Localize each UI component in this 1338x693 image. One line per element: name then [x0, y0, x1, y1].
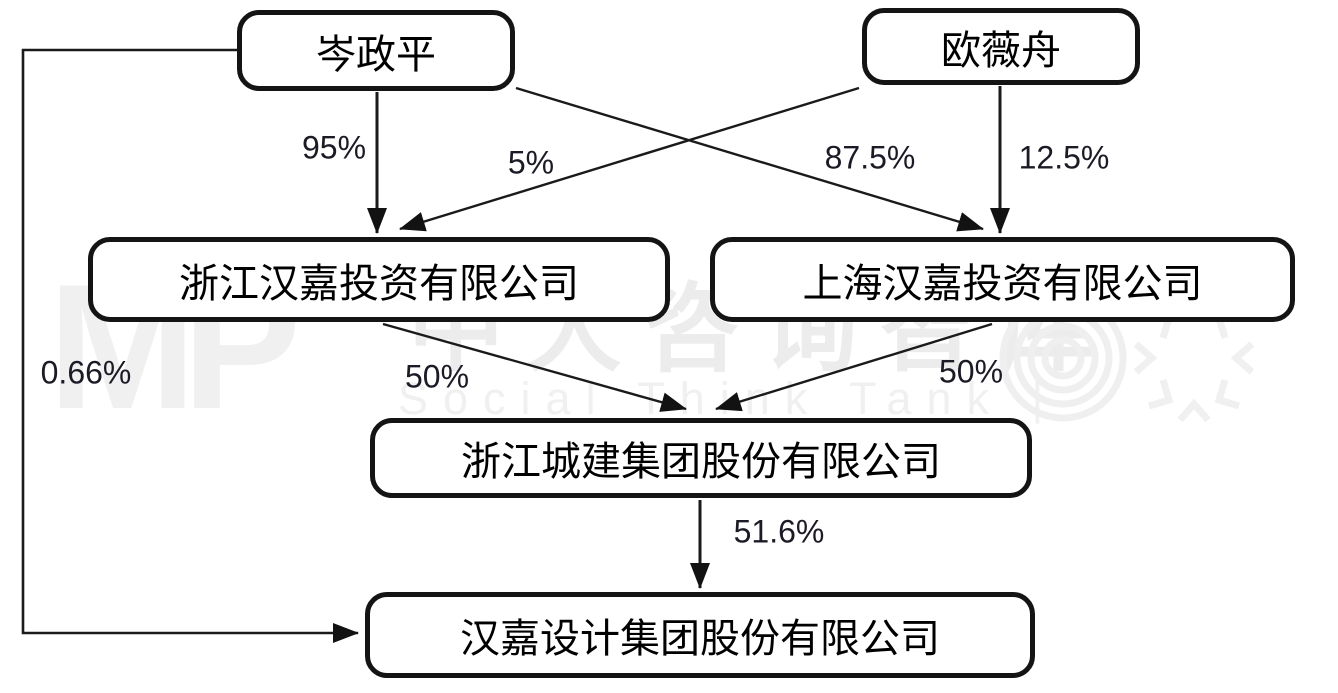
- edge-label-95: 95%: [301, 129, 367, 166]
- edge-50-right: [715, 322, 993, 412]
- node-ou-weizhou: 欧薇舟: [862, 8, 1140, 85]
- edge-label-87_5: 87.5%: [824, 139, 916, 176]
- node-cen-zhengping: 岑政平: [237, 10, 515, 91]
- edge-label-50-right: 50%: [938, 353, 1004, 390]
- edge-87_5: [515, 86, 984, 232]
- edge-label-50-left: 50%: [404, 358, 470, 395]
- node-label: 汉嘉设计集团股份有限公司: [460, 617, 940, 661]
- node-label: 欧薇舟: [941, 28, 1061, 73]
- node-label: 上海汉嘉投资有限公司: [802, 261, 1203, 306]
- node-zhejiang-hanjia: 浙江汉嘉投资有限公司: [88, 237, 670, 322]
- node-zhejiang-chengjian: 浙江城建集团股份有限公司: [370, 418, 1032, 498]
- edge-5: [399, 86, 860, 232]
- node-label: 浙江汉嘉投资有限公司: [179, 261, 579, 306]
- edge-0_66: [21, 48, 359, 643]
- edge-label-51_6: 51.6%: [733, 513, 825, 550]
- edge-label-0_66: 0.66%: [40, 354, 132, 391]
- edge-label-5: 5%: [507, 144, 555, 181]
- edge-50-left: [382, 322, 687, 412]
- node-label: 浙江城建集团股份有限公司: [461, 440, 941, 484]
- edge-label-12_5: 12.5%: [1018, 139, 1110, 176]
- node-label: 岑政平: [316, 32, 436, 77]
- node-hanjia-design: 汉嘉设计集团股份有限公司: [365, 592, 1035, 678]
- node-shanghai-hanjia: 上海汉嘉投资有限公司: [710, 237, 1295, 322]
